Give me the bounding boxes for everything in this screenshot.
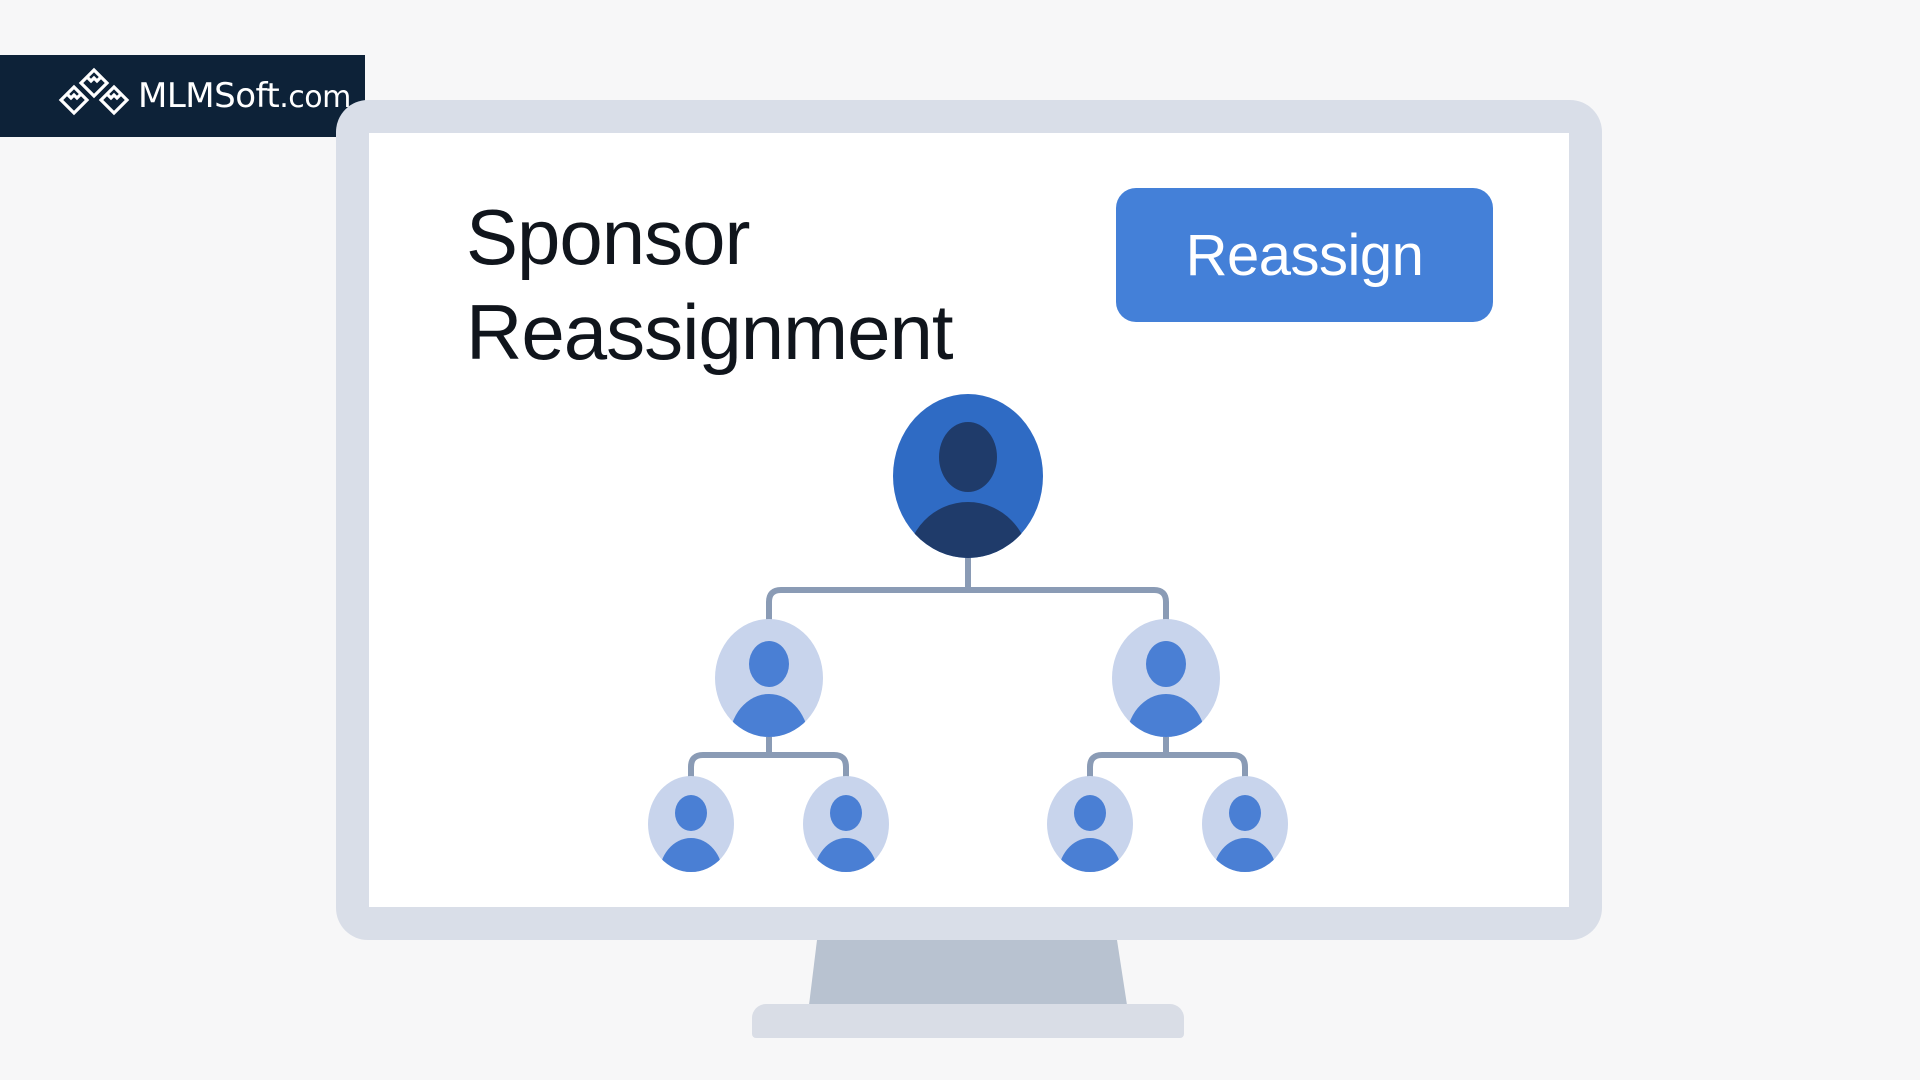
diamond-cluster-logo-icon (58, 67, 130, 116)
brand-name: MLMSoft.com (138, 76, 351, 118)
user-icon (659, 795, 723, 872)
page-title: Sponsor Reassignment (466, 190, 954, 380)
monitor-stand-base (752, 1004, 1184, 1038)
user-icon (729, 641, 809, 737)
tree-node-level1-left[interactable] (715, 619, 823, 790)
user-icon (1058, 795, 1122, 872)
user-icon (814, 795, 878, 872)
brand-name-tld: .com (279, 80, 351, 115)
tree-node-level2-1[interactable] (648, 776, 734, 914)
monitor-stand-neck (809, 940, 1127, 1005)
tree-node-level2-2[interactable] (803, 776, 889, 914)
brand-name-main: MLMSoft (138, 76, 280, 116)
user-icon (1126, 641, 1206, 737)
tree-node-level2-4[interactable] (1202, 776, 1288, 914)
brand-logo[interactable]: MLMSoft.com (0, 55, 365, 137)
user-icon (906, 422, 1030, 558)
reassign-button[interactable]: Reassign (1116, 188, 1493, 322)
tree-node-level2-3[interactable] (1047, 776, 1133, 914)
page-title-line-2: Reassignment (466, 288, 954, 376)
tree-node-sponsor[interactable] (893, 394, 1043, 630)
tree-node-level1-right[interactable] (1112, 619, 1220, 790)
page-title-line-1: Sponsor (466, 193, 751, 281)
user-icon (1213, 795, 1277, 872)
